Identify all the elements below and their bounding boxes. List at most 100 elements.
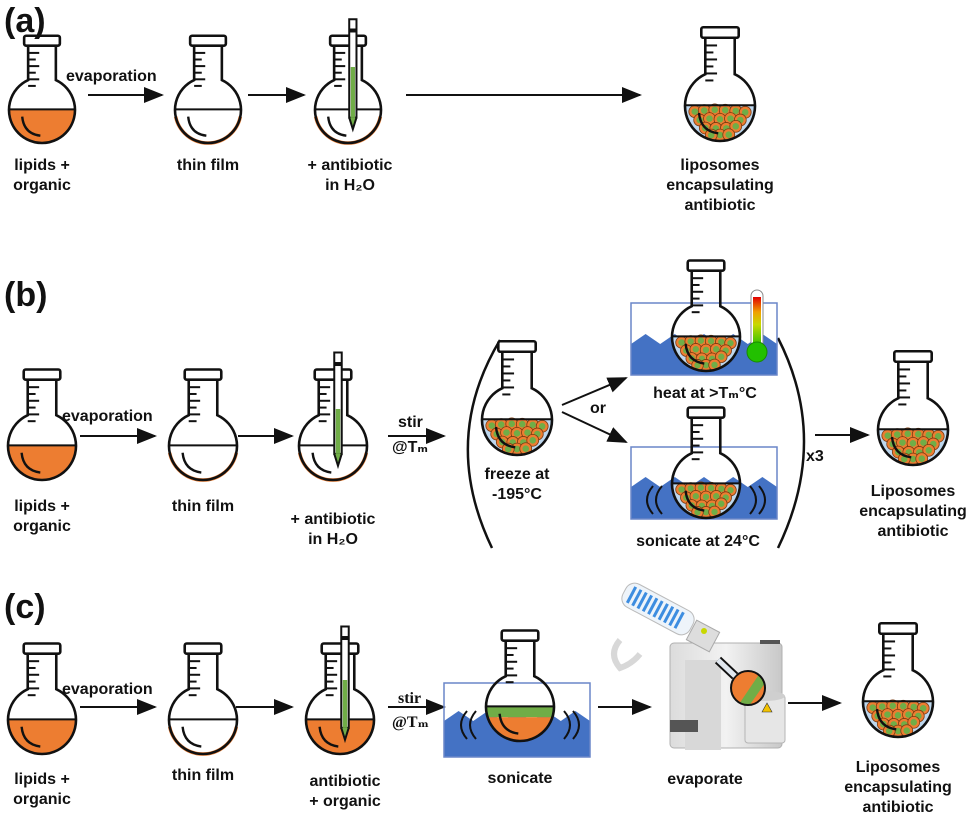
- caption-b-freeze: freeze at-195°C: [484, 466, 550, 503]
- bracket-right: [776, 337, 806, 549]
- glass-reflection: [684, 343, 705, 365]
- flask-lip: [686, 259, 726, 272]
- flask-body: [167, 379, 239, 482]
- liposome-core: [903, 727, 911, 734]
- glass-reflection: [318, 726, 339, 748]
- condenser-coil: [631, 589, 643, 607]
- flask-body: [313, 45, 383, 145]
- sound-wave-right: [572, 710, 580, 740]
- liposome-core: [894, 727, 902, 735]
- liposome-core: [716, 116, 724, 123]
- liposome-core: [513, 430, 521, 437]
- liposome-core: [909, 455, 917, 463]
- glass-reflection: [697, 112, 719, 135]
- liposome-core: [721, 106, 729, 114]
- liposome-core: [702, 493, 710, 501]
- liposome-core: [904, 430, 912, 438]
- liposome-core: [725, 131, 733, 138]
- liposome-core: [497, 421, 505, 428]
- flask-b-liposomes: [876, 349, 950, 467]
- rota-flask-neck: [716, 658, 737, 678]
- liposome-core: [934, 433, 942, 440]
- liposome-core: [741, 109, 749, 116]
- caption-b-lipids-organic: lipids +organic: [13, 498, 71, 535]
- liposome-core: [529, 437, 537, 444]
- flask-lip: [183, 642, 223, 655]
- flask-lip: [328, 34, 368, 47]
- caption-b-thin-film: thin film: [171, 498, 235, 515]
- liposome-core: [718, 500, 725, 507]
- rotary-evaporator-icon: [611, 582, 786, 750]
- flask-b-freeze: [480, 339, 554, 457]
- flask-body: [683, 37, 757, 143]
- pipette-antibiotic: [350, 67, 355, 118]
- liposome-core: [513, 445, 521, 453]
- condenser-coil: [657, 603, 669, 621]
- glass-reflection: [327, 116, 347, 137]
- lipid-solution: [8, 445, 76, 480]
- arrow-label-c-evaporation: evaporation: [62, 681, 153, 698]
- liposome-core: [925, 431, 933, 439]
- flask-lip: [313, 368, 353, 381]
- liposome-core: [884, 432, 892, 439]
- pipette-tip: [333, 453, 343, 470]
- liposome-core: [707, 484, 715, 492]
- condenser-coil: [636, 591, 648, 610]
- lipid-film: [167, 726, 239, 756]
- liposome-core: [702, 362, 710, 369]
- liposome-cluster: [866, 699, 930, 737]
- liposome-core: [700, 107, 708, 114]
- flask-lip: [183, 368, 223, 381]
- liposome-core: [718, 485, 725, 492]
- liposome-core: [727, 339, 734, 347]
- caption-c-evaporate: evaporate: [667, 771, 743, 788]
- liposome-core: [692, 346, 699, 353]
- liposome-core: [687, 485, 694, 492]
- condenser-coil: [641, 594, 653, 613]
- pipette-antibiotic: [342, 680, 348, 728]
- liposome-core: [702, 509, 710, 516]
- flask-b-antibiotic: [297, 368, 369, 482]
- caption-a-lipids-organic: lipids +organic: [13, 157, 71, 194]
- liposome-core: [538, 423, 546, 430]
- antibiotic-layer: [486, 706, 554, 718]
- liposome-cluster: [675, 481, 737, 518]
- flask-body: [6, 653, 78, 756]
- glass-reflection: [181, 726, 202, 748]
- liposome-core: [894, 712, 902, 719]
- liposome-core: [920, 439, 927, 446]
- liposome-core: [893, 431, 901, 438]
- condenser-coil: [668, 608, 680, 627]
- liposome-core: [713, 346, 720, 353]
- sound-wave-left: [646, 485, 654, 515]
- lipid-solution: [9, 109, 75, 143]
- sound-wave-right: [758, 485, 766, 515]
- warning-icon: [761, 702, 773, 713]
- evaporator-display: [670, 720, 698, 732]
- flask-a-lipids: [7, 34, 77, 145]
- panel-label-c: (c): [4, 588, 46, 626]
- liposome-core: [529, 421, 537, 429]
- flask-body: [484, 640, 556, 743]
- liposome-cluster: [485, 417, 549, 455]
- liposome-cluster: [881, 427, 945, 465]
- bath-container: [630, 302, 778, 376]
- flask-b-antibiotic-pipette: [333, 351, 343, 470]
- flask-lip: [686, 406, 726, 419]
- bath-container: [443, 682, 591, 758]
- flask-a-antibiotic-pipette: [348, 18, 358, 133]
- liposome-core: [732, 123, 740, 130]
- glass-reflection: [20, 452, 41, 474]
- glass-reflection: [311, 452, 332, 474]
- pipette-tip: [340, 727, 350, 744]
- liposome-core: [869, 704, 877, 711]
- liposome-core: [678, 339, 685, 346]
- arrow-b-to-heat: [561, 377, 628, 406]
- liposome-core: [718, 338, 725, 345]
- flask-body: [304, 653, 376, 756]
- pipette-antibiotic: [335, 409, 341, 454]
- liposome-core: [691, 108, 699, 115]
- liposome-core: [910, 719, 918, 726]
- lipid-solution: [306, 719, 374, 754]
